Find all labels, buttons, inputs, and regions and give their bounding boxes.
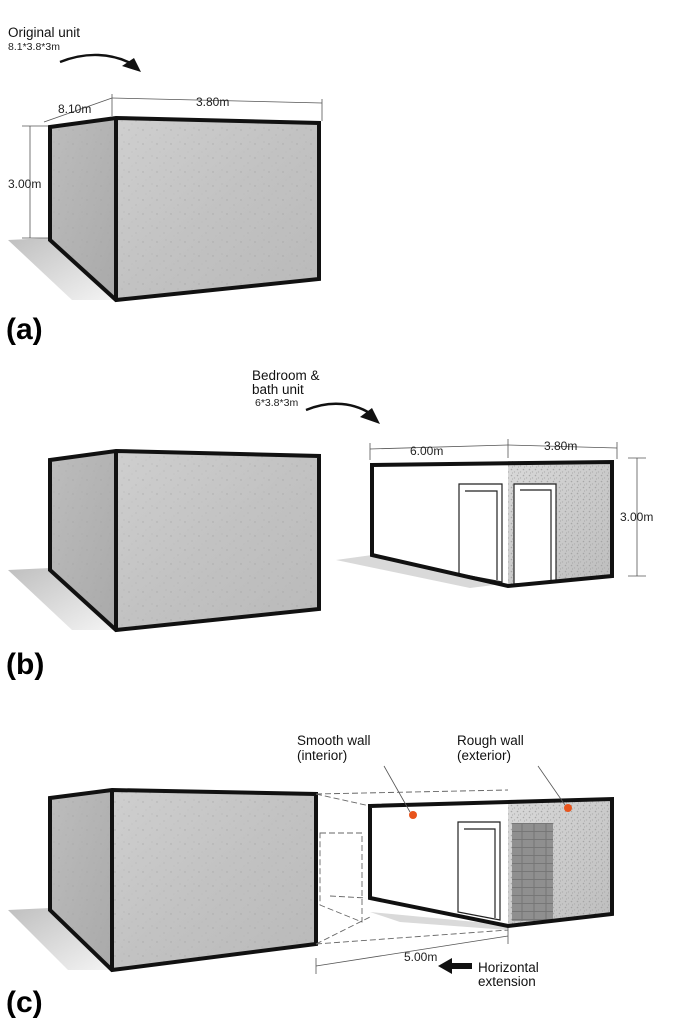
door-frame	[458, 483, 503, 583]
dim-depth-label: 8.10m	[58, 102, 91, 116]
unit-size: 6*3.8*3m	[255, 397, 298, 409]
panel-label-a: (a)	[6, 313, 43, 346]
dim-height-label: 3.00m	[620, 510, 653, 524]
panel-a: 8.10m 3.80m 3.00m Original unit 8.1*3.8*…	[6, 25, 323, 346]
panel-b: Bedroom & bath unit 6*3.8*3m 6.00m 3.80m…	[6, 368, 653, 681]
door-frame	[513, 483, 557, 585]
dim-height-label: 3.00m	[8, 177, 41, 191]
box-shadow	[8, 908, 112, 970]
unit-shadow	[336, 555, 510, 588]
smooth-wall-marker	[409, 811, 417, 819]
panel-label-b: (b)	[6, 648, 44, 681]
box-shadow	[8, 568, 116, 630]
concrete-block-wall	[512, 823, 553, 921]
unit-title-line1: Bedroom &	[252, 368, 320, 383]
extension-label-line1: Horizontal	[478, 960, 539, 975]
rough-wall-label-line1: Rough wall	[457, 733, 524, 748]
smooth-wall-label-line2: (interior)	[297, 748, 347, 763]
panel-c: Smooth wall (interior) Rough wall (exter…	[6, 733, 614, 1019]
smooth-wall-label-line1: Smooth wall	[297, 733, 371, 748]
extension-arrow-icon	[438, 958, 472, 974]
unit-size: 8.1*3.8*3m	[8, 41, 60, 53]
extension-ghost-outline	[315, 793, 371, 807]
extension-label-line2: extension	[478, 974, 536, 989]
box-shadow	[8, 238, 116, 300]
dim-length-label: 6.00m	[410, 444, 443, 458]
unit-interior-back	[372, 461, 508, 586]
dim-extension-label: 5.00m	[404, 950, 437, 964]
rough-wall-marker	[564, 804, 572, 812]
panel-label-c: (c)	[6, 986, 43, 1019]
unit-interior-back	[370, 800, 508, 926]
unit-title: Original unit	[8, 25, 80, 40]
dim-width-label: 3.80m	[544, 439, 577, 453]
dim-width-label: 3.80m	[196, 95, 229, 109]
door-frame	[457, 821, 501, 921]
rough-wall-label-line2: (exterior)	[457, 748, 511, 763]
unit-title-line2: bath unit	[252, 382, 304, 397]
unit-shadow	[370, 912, 508, 930]
